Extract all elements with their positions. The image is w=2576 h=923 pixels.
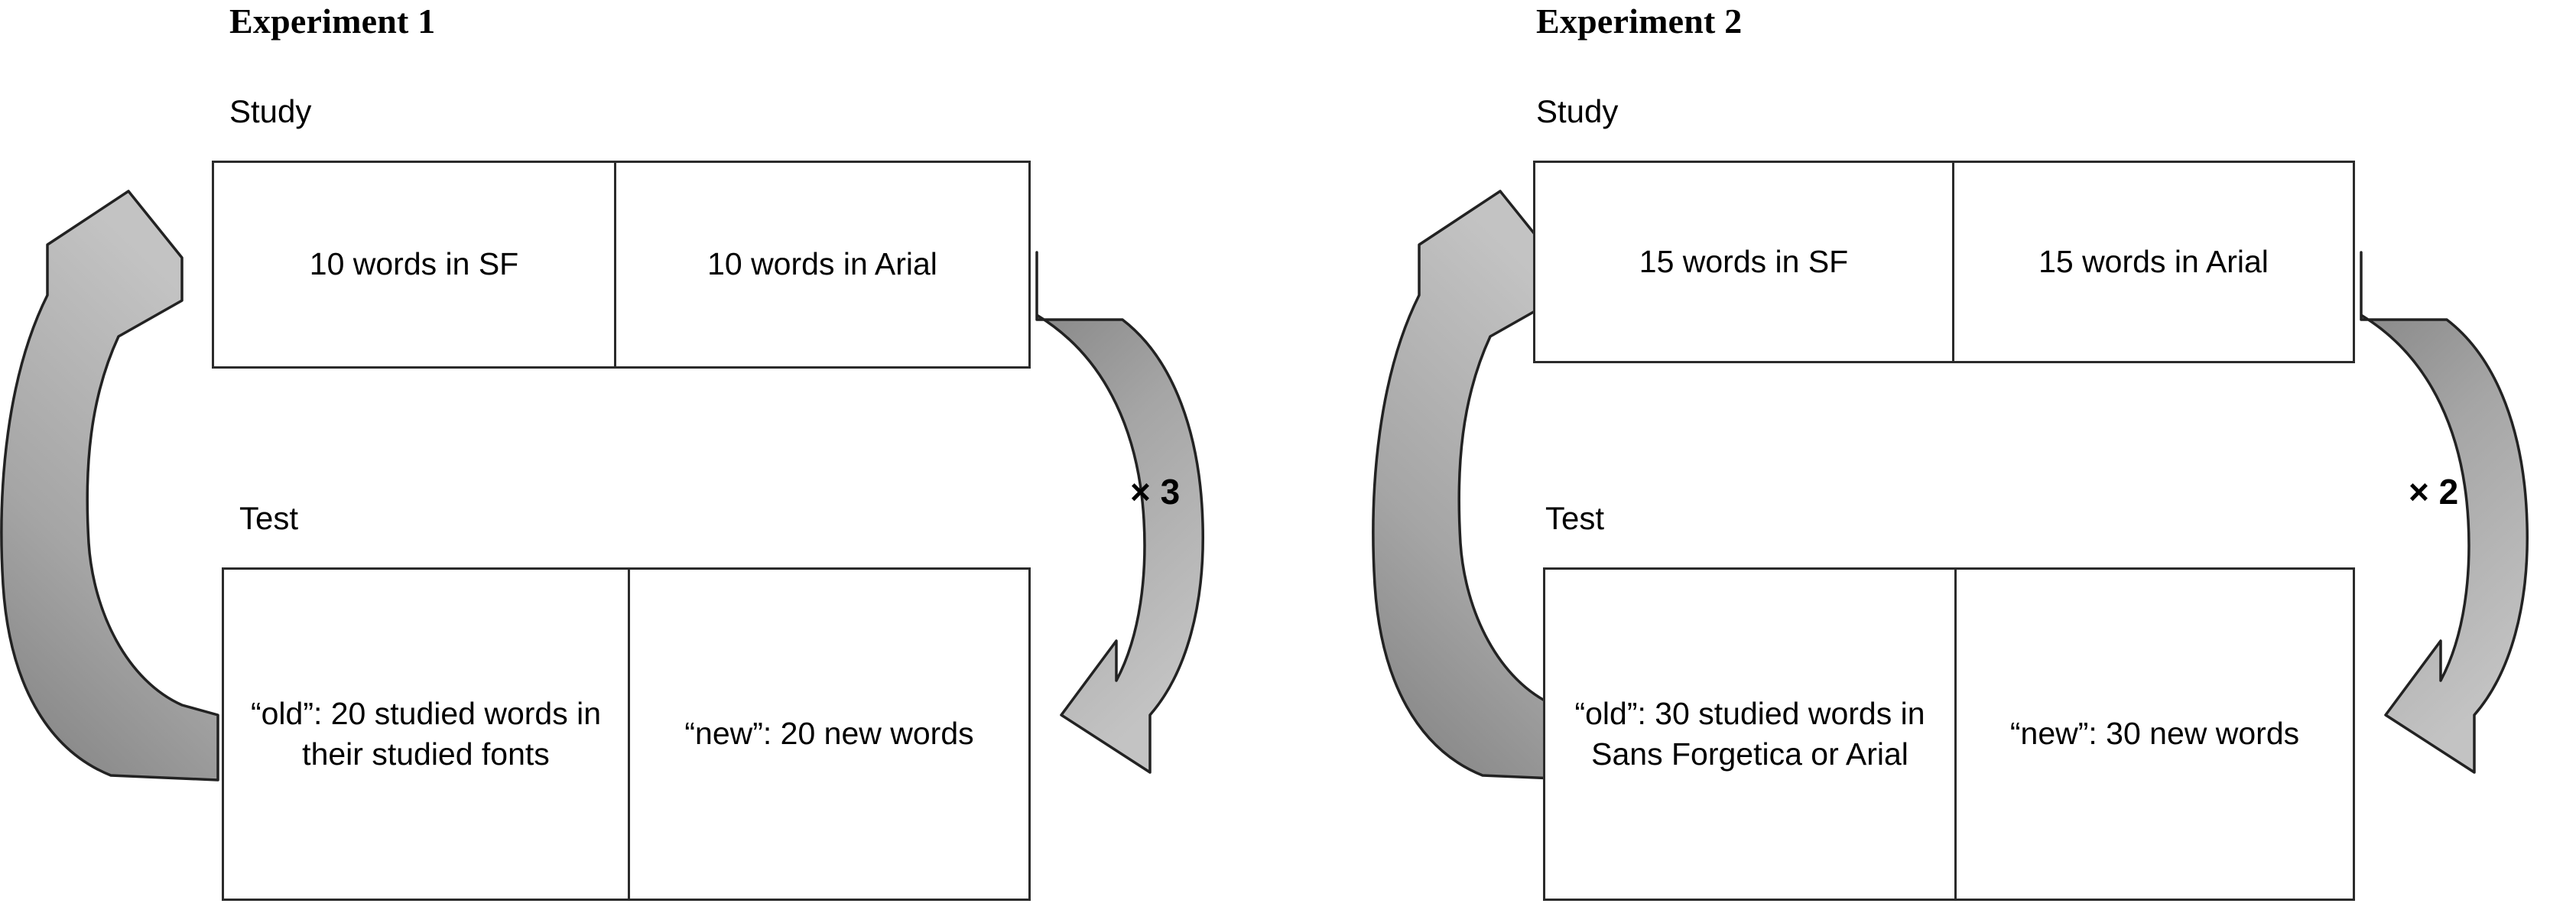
test-to-study-arrow: [0, 190, 219, 782]
test-cell-old: “old”: 30 studied words in Sans Forgetic…: [1574, 695, 1925, 772]
test-cell-new: “new”: 30 new words: [1954, 570, 2353, 899]
study-label: Study: [229, 93, 312, 129]
study-box: 10 words in SF 10 words in Arial: [212, 161, 1031, 369]
test-label: Test: [239, 500, 299, 536]
study-cell-sf: 10 words in SF: [309, 246, 519, 282]
test-to-study-arrow: [1372, 190, 1591, 782]
test-cell-old: “old”: 20 studied words in their studied…: [250, 695, 602, 772]
study-to-test-arrow: [1035, 251, 1204, 774]
study-label: Study: [1536, 93, 1619, 129]
experiment-title: Experiment 2: [1536, 2, 1743, 41]
test-label: Test: [1545, 500, 1605, 536]
repeat-count: × 3: [1130, 472, 1181, 512]
experiment-1-panel: Experiment 1 Study 10 words in SF 10 wor…: [0, 2, 1204, 901]
test-box: “old”: 20 studied words in their studied…: [222, 567, 1031, 901]
experiment-2-panel: Experiment 2 Study 15 words in SF 15 wor…: [1276, 0, 2576, 923]
study-cell-sf: 15 words in SF: [1639, 243, 1849, 279]
repeat-count: × 2: [2409, 472, 2459, 512]
test-cell-new: “new”: 20 new words: [628, 570, 1028, 899]
study-cell-arial: 10 words in Arial: [614, 163, 1028, 366]
experiment-title: Experiment 1: [229, 2, 436, 41]
test-box: “old”: 30 studied words in Sans Forgetic…: [1543, 567, 2355, 901]
study-cell-arial: 15 words in Arial: [1952, 163, 2353, 361]
study-box: 15 words in SF 15 words in Arial: [1533, 161, 2355, 363]
study-to-test-arrow: [2360, 251, 2529, 774]
